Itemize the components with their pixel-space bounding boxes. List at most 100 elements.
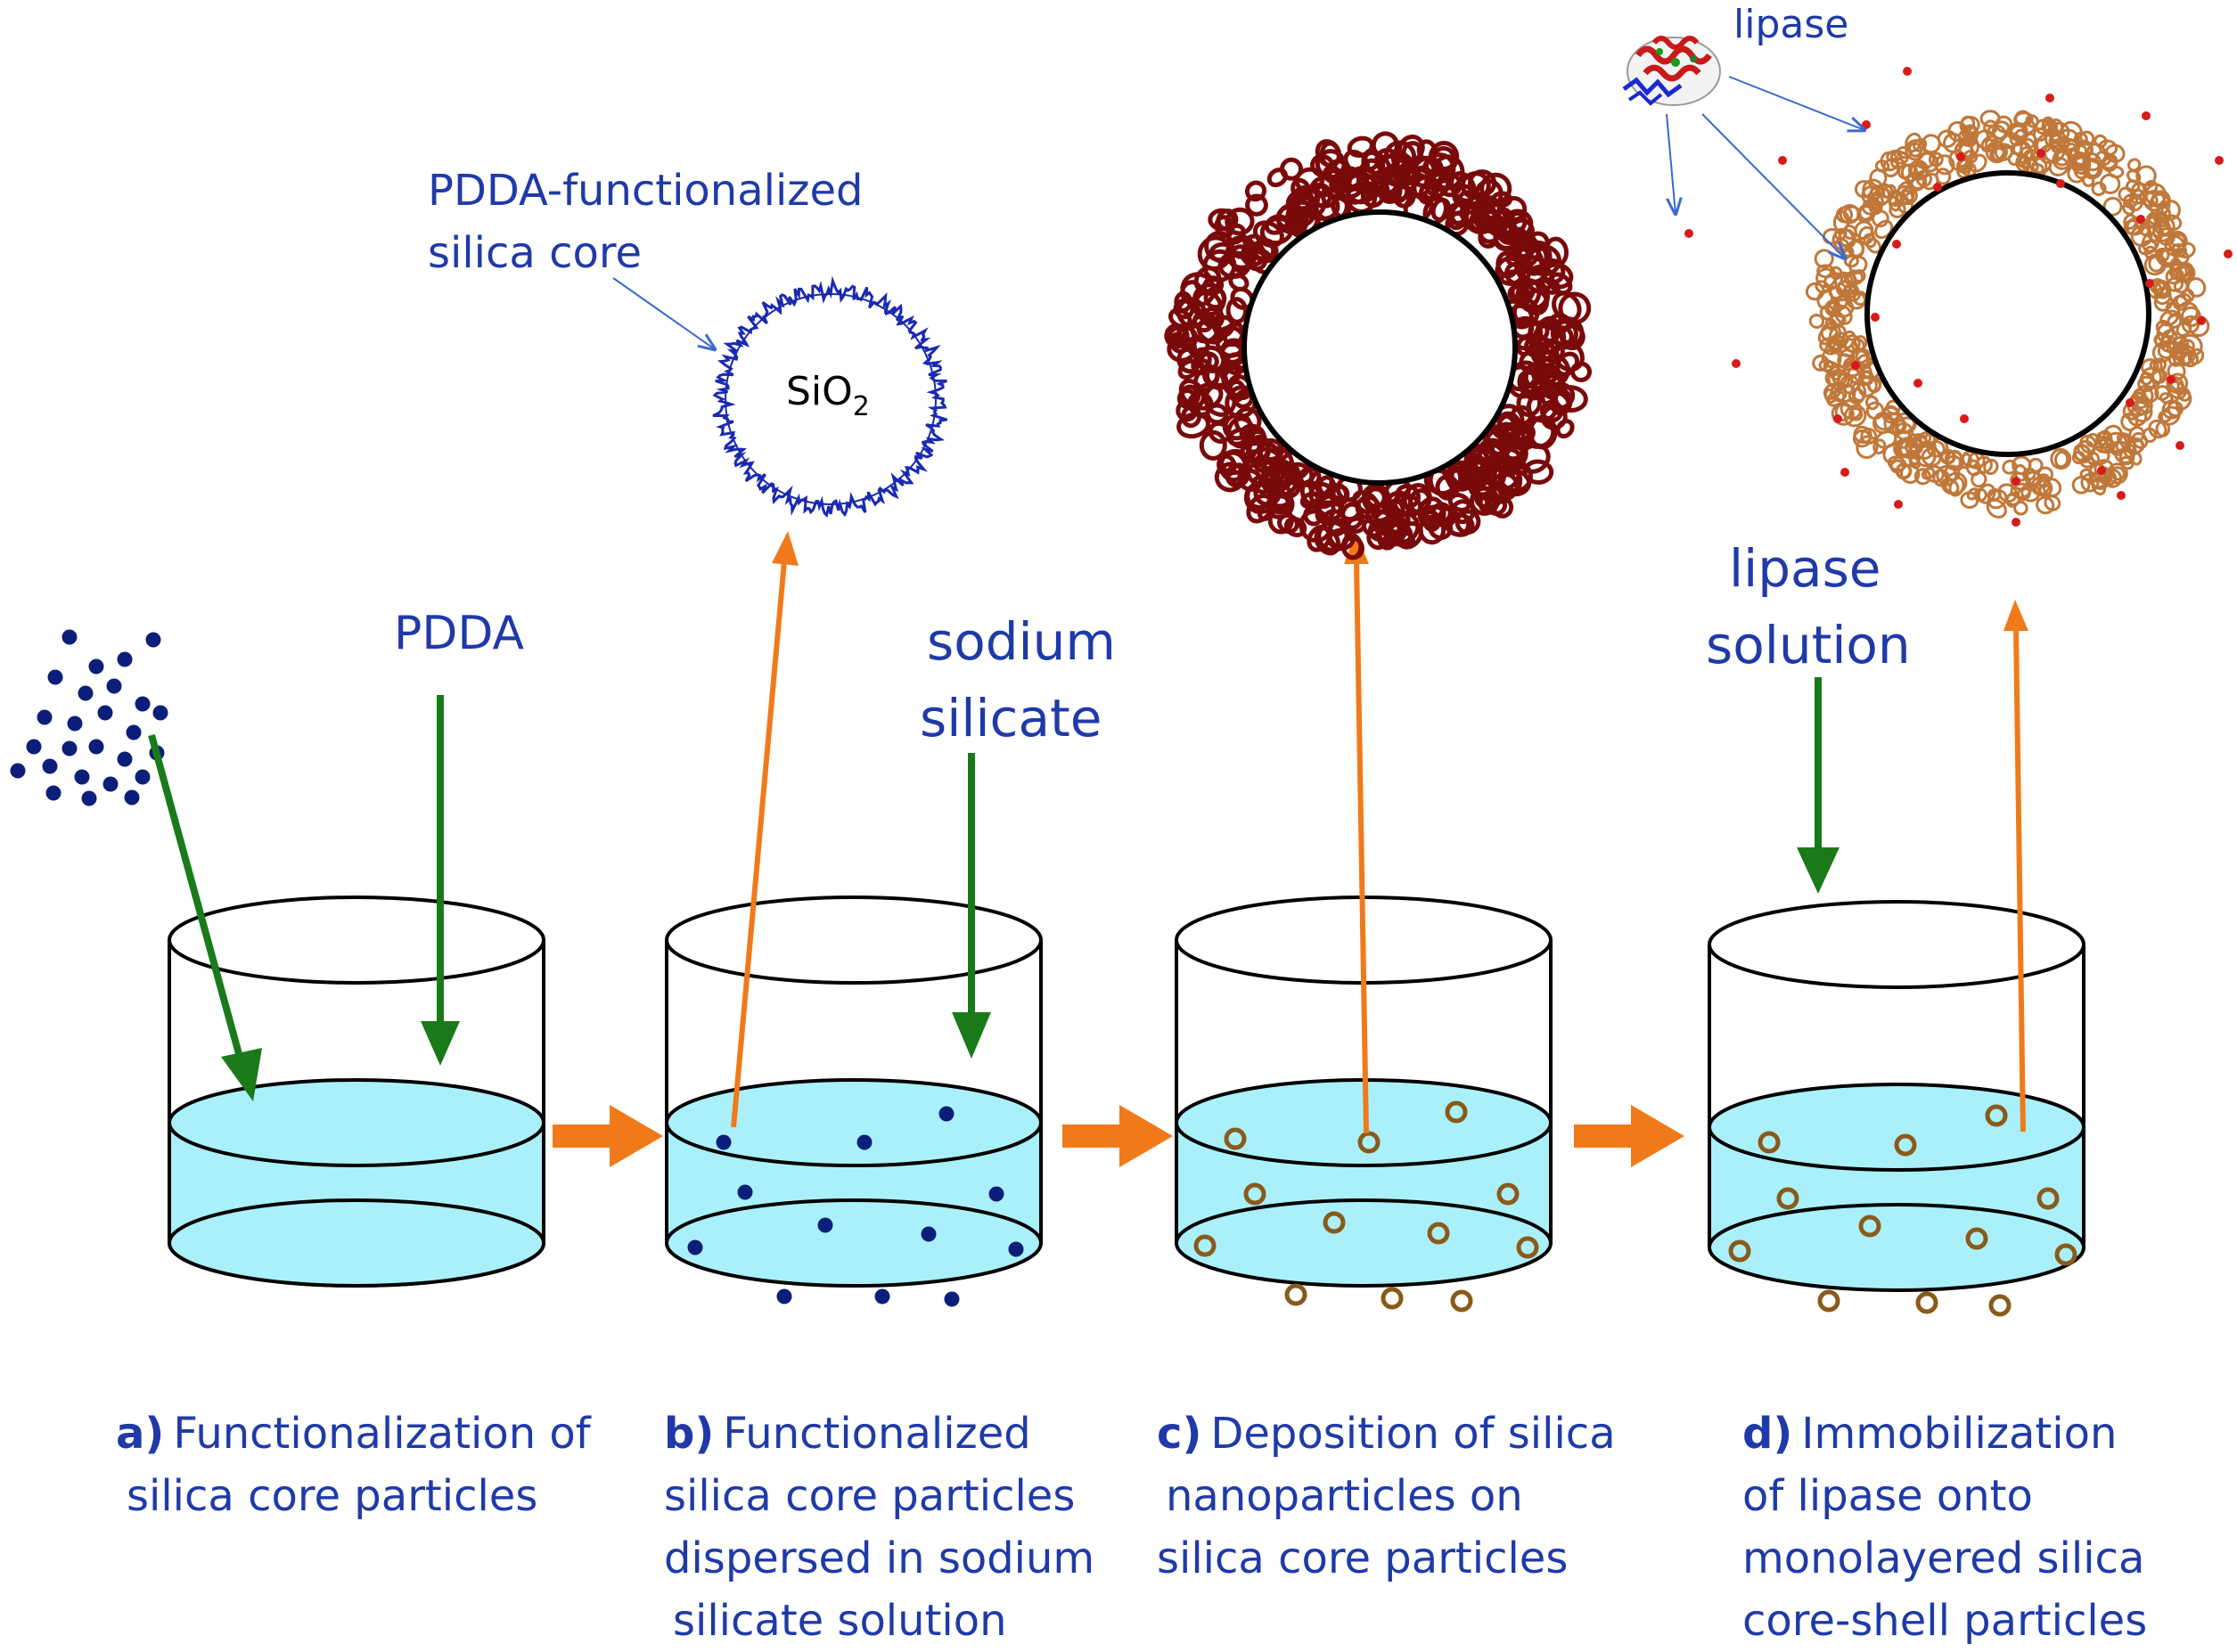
core-shell-particle xyxy=(1728,1239,1751,1263)
shell-nanoparticle xyxy=(1444,512,1475,537)
silica-particle xyxy=(61,629,78,645)
shell-nanoparticle xyxy=(2169,261,2191,279)
core-particle xyxy=(737,1184,753,1200)
shell-nanoparticle xyxy=(1971,470,1987,488)
caption-c-line2: nanoparticles on xyxy=(1166,1471,1523,1521)
shell-nanoparticle xyxy=(1921,467,1936,480)
caption-b-line2: silica core particles xyxy=(664,1471,1075,1521)
shell-nanoparticle xyxy=(1217,250,1252,280)
lipase-dot xyxy=(1933,183,1942,192)
shell-nanoparticle xyxy=(1463,200,1499,235)
shell-nanoparticle xyxy=(2067,148,2080,164)
core-particle xyxy=(776,1288,792,1304)
shell-nanoparticle xyxy=(1534,315,1561,348)
process-arrow-a-b xyxy=(553,1105,663,1167)
shell-nanoparticle xyxy=(1909,162,1926,177)
core-shell-particle xyxy=(1894,1133,1917,1157)
shell-nanoparticle xyxy=(1247,434,1271,463)
shell-nanoparticle xyxy=(1823,382,1842,400)
shell-nanoparticle xyxy=(1921,134,1941,154)
shell-nanoparticle xyxy=(1402,483,1432,515)
shell-nanoparticle xyxy=(1854,220,1874,241)
shell-nanoparticle xyxy=(2149,278,2166,295)
silica-particle xyxy=(152,705,168,721)
lipase-solution-label-line1: lipase xyxy=(1729,538,1881,599)
shell-nanoparticle xyxy=(2126,158,2142,172)
shell-nanoparticle xyxy=(2102,424,2123,447)
silica-particle-cloud xyxy=(10,629,168,806)
lipase-solution-input-arrow xyxy=(1797,677,1840,894)
core-shell-particle xyxy=(1450,1289,1473,1313)
pdda-callout-arrow xyxy=(612,277,715,349)
shell-nanoparticle xyxy=(1977,483,1996,504)
sodium-silicate-label-line2: silicate xyxy=(920,688,1102,748)
core-shell-particle xyxy=(1381,1287,1404,1310)
shell-nanoparticle xyxy=(1377,178,1403,204)
lipase-dot xyxy=(2126,398,2135,407)
silica-particle xyxy=(61,740,78,756)
shell-nanoparticle xyxy=(2177,301,2199,322)
shell-nanoparticle xyxy=(1176,388,1199,410)
shell-nanoparticle xyxy=(1492,458,1521,491)
shell-nanoparticle xyxy=(1225,236,1258,270)
silica-particle xyxy=(124,789,140,806)
shell-nanoparticle xyxy=(2152,279,2172,299)
shell-nanoparticle xyxy=(1219,364,1241,385)
lipase-dot xyxy=(1894,500,1903,509)
core-shell-particle xyxy=(1284,1283,1307,1306)
shell-nanoparticle xyxy=(1299,509,1333,544)
shell-nanoparticle xyxy=(2155,320,2172,336)
shell-nanoparticle xyxy=(2032,127,2048,142)
lipase-dot xyxy=(1732,359,1741,368)
beaker-d xyxy=(1708,900,2085,1292)
silica-particle xyxy=(67,716,83,732)
shell-nanoparticle xyxy=(1907,159,1930,181)
caption-c-letter: c) xyxy=(1157,1409,1201,1459)
shell-nanoparticle xyxy=(1958,453,1972,470)
silica-particle xyxy=(145,632,161,648)
shell-nanoparticle xyxy=(1888,190,1904,207)
shell-nanoparticle xyxy=(2044,495,2061,511)
shell-nanoparticle xyxy=(1983,458,1999,476)
silica-particle xyxy=(106,678,122,694)
shell-nanoparticle xyxy=(2123,214,2138,230)
silica-particle xyxy=(117,651,133,667)
shell-nanoparticle xyxy=(2082,151,2102,172)
lipase-dot xyxy=(1833,414,1842,423)
shell-nanoparticle xyxy=(1805,282,1825,301)
process-arrow-b-c xyxy=(1062,1105,1173,1167)
shell-nanoparticle xyxy=(2152,357,2167,372)
shell-nanoparticle xyxy=(1979,110,2001,127)
shell-nanoparticle xyxy=(2085,432,2100,448)
pdda-functionalized-label-line1: PDDA-functionalized xyxy=(428,166,863,216)
shell-nanoparticle xyxy=(1343,149,1371,176)
shell-nanoparticle xyxy=(1428,141,1460,174)
caption-d: d)Immobilization of lipase onto monolaye… xyxy=(1742,1409,2147,1646)
shell-nanoparticle xyxy=(1882,443,1900,463)
shell-nanoparticle xyxy=(1848,388,1865,405)
lipase-label: lipase xyxy=(1733,2,1848,47)
shell-nanoparticle xyxy=(1869,168,1888,188)
shell-nanoparticle xyxy=(2120,413,2139,432)
sio2-label: SiO2 xyxy=(786,369,870,422)
shell-nanoparticle xyxy=(2038,143,2060,164)
core-shell-particle-c xyxy=(1164,131,1592,560)
shell-nanoparticle xyxy=(2148,192,2171,217)
silica-particle xyxy=(81,790,97,806)
core-shell-particle xyxy=(2054,1243,2077,1266)
lipase-dot xyxy=(2056,179,2065,188)
shell-nanoparticle xyxy=(1853,425,1872,445)
shell-nanoparticle xyxy=(1882,405,1900,421)
shell-nanoparticle xyxy=(1808,314,1825,329)
shell-nanoparticle xyxy=(1197,345,1226,374)
core-shell-particle xyxy=(2036,1187,2060,1210)
shell-nanoparticle xyxy=(1227,428,1250,446)
shell-nanoparticle xyxy=(1205,403,1229,425)
shell-nanoparticle xyxy=(1865,237,1882,254)
shell-nanoparticle xyxy=(1524,240,1553,275)
sodium-silicate-input-arrow xyxy=(952,753,991,1059)
shell-nanoparticle xyxy=(1960,491,1979,509)
lipase-dot xyxy=(1862,120,1871,129)
shell-nanoparticle xyxy=(1267,506,1294,535)
